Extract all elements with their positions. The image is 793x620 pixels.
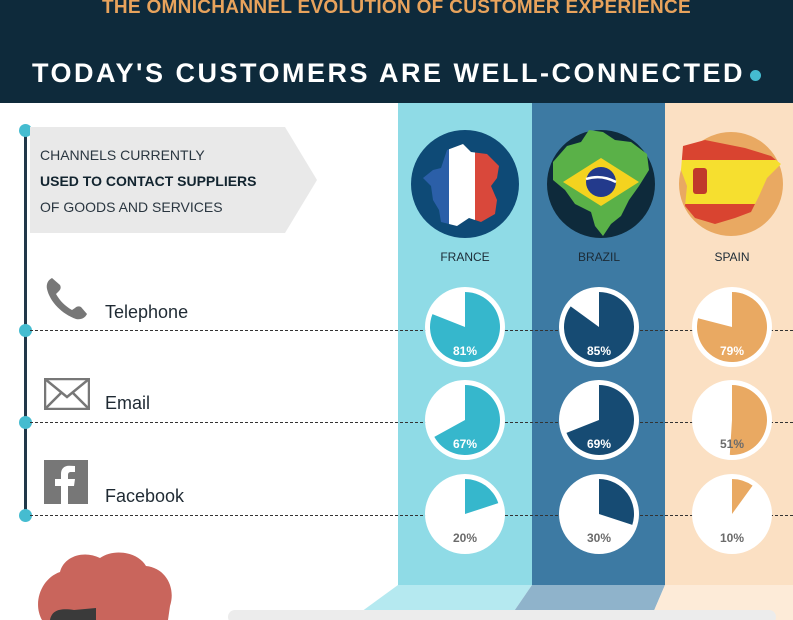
top-title: THE OMNICHANNEL EVOLUTION OF CUSTOMER EX… [101, 0, 692, 18]
title-dot [749, 70, 761, 81]
bottom-panel [228, 610, 776, 620]
header-banner: THE OMNICHANNEL EVOLUTION OF CUSTOMER EX… [0, 0, 793, 103]
pie-value-label: 69% [587, 437, 611, 451]
dashed-line-email [30, 422, 793, 423]
timeline-dot [19, 416, 32, 429]
person-hair-icon [38, 552, 172, 620]
main-title-text: TODAY'S CUSTOMERS ARE WELL-CONNECTED [32, 58, 745, 88]
callout-box [30, 127, 285, 233]
pie-value-label: 81% [453, 344, 477, 358]
timeline-dot [19, 509, 32, 522]
pie-facebook-brazil: 30% [559, 474, 639, 554]
pie-facebook-spain: 10% [692, 474, 772, 554]
pie-telephone-france: 81% [425, 287, 505, 367]
envelope-icon [44, 378, 90, 410]
pie-slice [599, 479, 634, 525]
dashed-line-telephone [30, 330, 793, 331]
france-flag-map-icon [411, 130, 519, 238]
pie-slice [729, 385, 767, 455]
facebook-icon [44, 460, 88, 504]
pie-value-label: 51% [720, 437, 744, 451]
callout-text: CHANNELS CURRENTLY USED TO CONTACT SUPPL… [40, 142, 257, 220]
pie-slice [434, 385, 500, 455]
pie-value-label: 67% [453, 437, 477, 451]
pie-telephone-spain: 79% [692, 287, 772, 367]
pie-value-label: 30% [587, 531, 611, 545]
country-label-france: FRANCE [440, 250, 490, 264]
channel-label-email: Email [105, 393, 151, 413]
pie-slice [564, 292, 634, 362]
pie-telephone-brazil: 85% [559, 287, 639, 367]
brazil-flag-map-icon [547, 130, 655, 238]
pie-facebook-france: 20% [425, 474, 505, 554]
channel-label-telephone: Telephone [105, 302, 189, 322]
spain-flag-map-icon [679, 132, 783, 236]
pie-email-france: 67% [425, 380, 505, 460]
timeline-dot [19, 324, 32, 337]
pie-value-label: 79% [720, 344, 744, 358]
pie-slice [465, 479, 499, 514]
timeline-dot [19, 124, 32, 137]
pie-value-label: 85% [587, 344, 611, 358]
pie-slice [697, 292, 767, 362]
callout-line-1: CHANNELS CURRENTLY [40, 147, 205, 163]
dashed-line-facebook [30, 515, 793, 516]
channel-label-facebook: Facebook [105, 486, 185, 506]
pie-slice [732, 479, 753, 514]
pie-slice [430, 292, 500, 362]
timeline-line [24, 130, 27, 516]
country-label-spain: SPAIN [714, 250, 750, 264]
main-title: TODAY'S CUSTOMERS ARE WELL-CONNECTED [0, 58, 793, 89]
pie-slice [566, 385, 634, 455]
pie-value-label: 10% [720, 531, 744, 545]
pie-email-brazil: 69% [559, 380, 639, 460]
telephone-icon [46, 278, 87, 320]
pie-email-spain: 51% [692, 380, 772, 460]
callout-line-3: OF GOODS AND SERVICES [40, 199, 223, 215]
callout-arrow [285, 127, 317, 233]
country-label-brazil: BRAZIL [577, 250, 620, 264]
pie-value-label: 20% [453, 531, 477, 545]
callout-line-2: USED TO CONTACT SUPPLIERS [40, 173, 257, 189]
